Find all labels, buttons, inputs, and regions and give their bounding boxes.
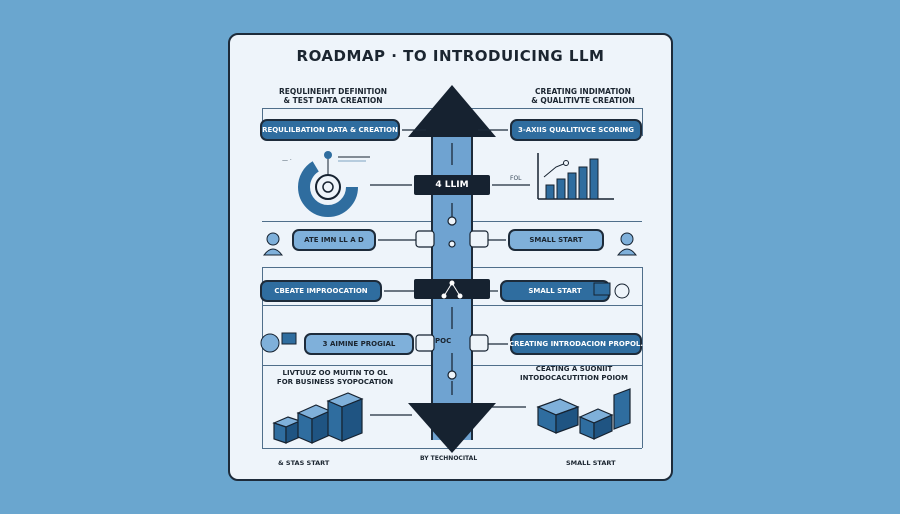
donut-chart-icon [298,151,370,217]
bottom-left-caption-line-2: FOR BUSINESS SYOPOCATION [276,378,394,386]
left-heading-line-1: REQULINEIHT DEFINITION [278,87,388,96]
bottom-right-caption-line-1: CEATING A SUONIIT [535,365,613,373]
bottom-right-caption-line-2: INTODOCACUTITION POIOM [520,374,628,382]
rail-right-mid [642,267,643,365]
right-pill-1: 3-AXIIS QUALITIVCE SCORING [510,119,642,141]
right-heading-line-1: CREATING INDIMATION [535,87,631,96]
donut-legend-marks: — · [282,157,292,164]
center-box-mid [414,279,490,299]
person-icon-right [616,232,638,256]
footer-center-label: BY TECHNOCITAL [420,455,478,462]
right-heading-line-2: & QUALITIVTE CREATION [531,96,635,105]
blocks-icon-left [272,392,364,444]
bar-chart-label: FOL [510,175,522,182]
bottom-left-caption-line-1: LIVTUUZ OO MUITIN TO OL [282,369,388,377]
footer-left-label: & STAS START [278,459,330,467]
blocks-icon-right [536,388,631,440]
connector-lines [370,129,530,416]
person-icon-left [262,232,284,256]
rail-left-mid [262,267,263,365]
llm-box: 4 LLIM [414,175,490,195]
poc-label: POC [435,337,452,345]
left-pill-3: CBEATE IMPROOCATION [260,280,382,302]
bottom-right-caption: CEATING A SUONIIT INTODOCACUTITION POIOM [514,365,634,383]
right-pill-2: SMALL START [508,229,604,251]
footer-right-label: SMALL START [566,459,616,467]
bar-chart-icon [537,153,614,200]
rail-left-bottom [262,365,263,448]
left-heading: REQULINEIHT DEFINITION & TEST DATA CREAT… [258,87,408,105]
monitor-icon [593,282,630,299]
roadmap-card: ROADMAP · TO INTRODUICING LLM REQULINEIH… [228,33,673,481]
right-heading: CREATING INDIMATION & QUALITIVTE CREATIO… [508,87,658,105]
right-pill-4: CREATING INTRODACION PROPOL. [509,333,643,355]
central-arrow-heads [408,85,496,453]
presenter-icon [260,332,297,353]
rail-right-top [642,108,643,136]
left-pill-2: ATE IMN LL A D [292,229,376,251]
left-pill-1: REQULILBATION DATA & CREATION [260,119,400,141]
left-pill-4: 3 AIMINE PROGIAL [304,333,414,355]
bottom-left-caption: LIVTUUZ OO MUITIN TO OL FOR BUSINESS SYO… [270,369,400,387]
page-title: ROADMAP · TO INTRODUICING LLM [296,47,605,65]
rail-right-bottom [642,365,643,448]
left-heading-line-2: & TEST DATA CREATION [283,96,383,105]
